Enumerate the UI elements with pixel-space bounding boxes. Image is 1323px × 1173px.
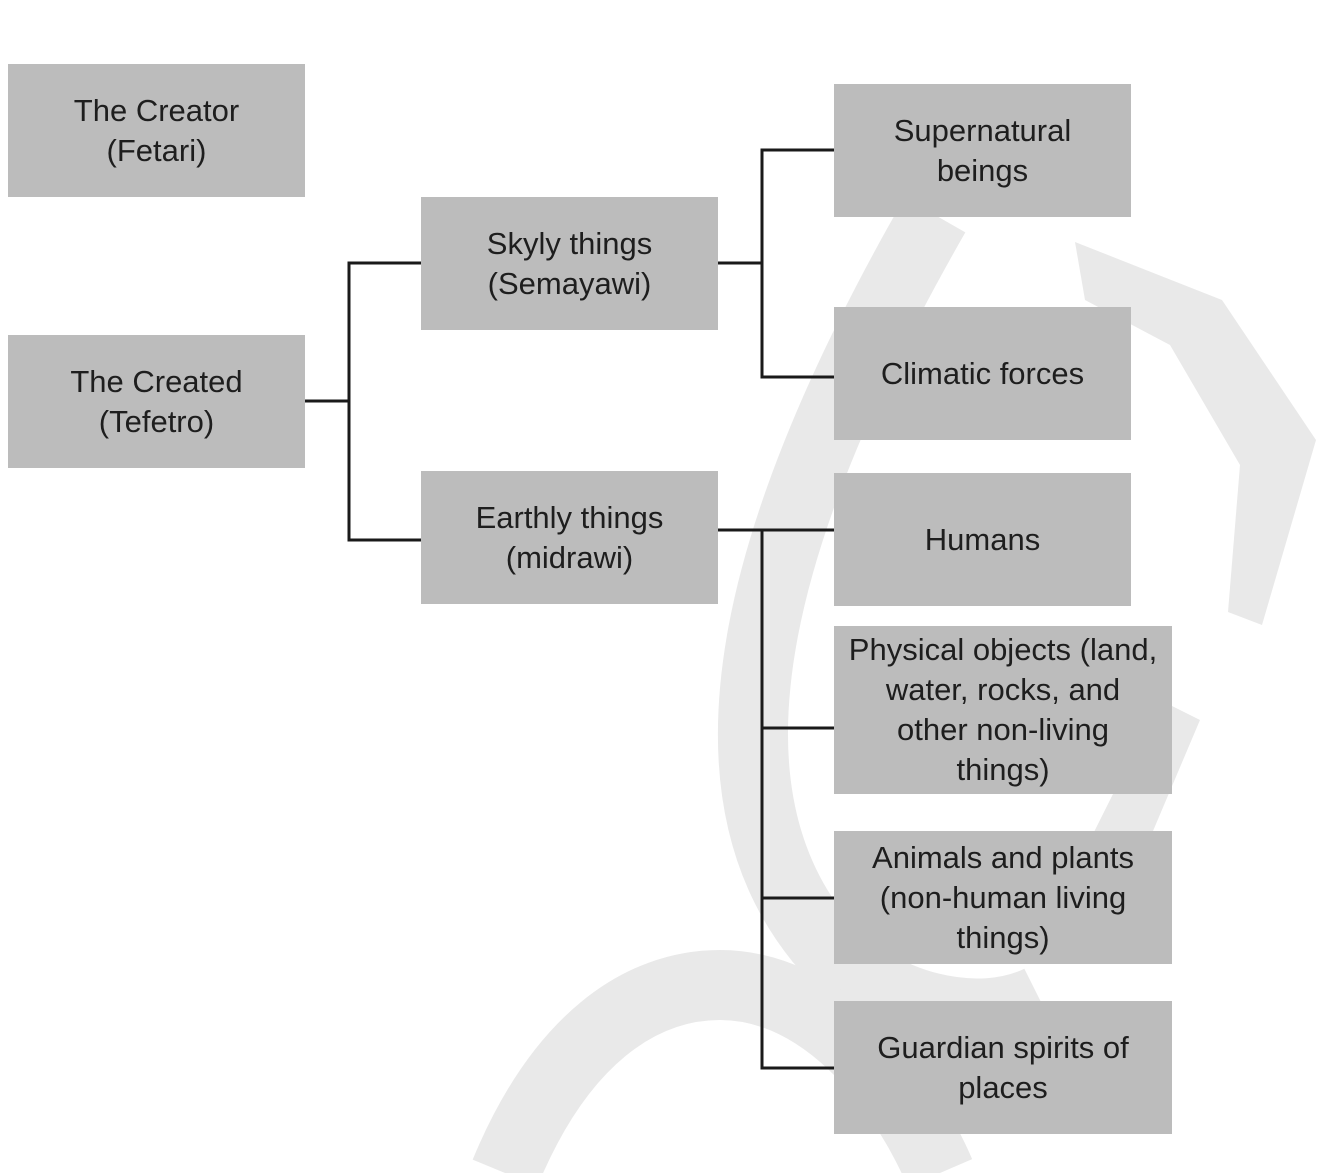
node-guardian-spirits: Guardian spirits of places <box>834 1001 1172 1134</box>
node-the-created: The Created (Tefetro) <box>8 335 305 468</box>
node-supernatural-beings: Supernatural beings <box>834 84 1131 217</box>
node-the-creator: The Creator (Fetari) <box>8 64 305 197</box>
node-humans: Humans <box>834 473 1131 606</box>
node-climatic-forces: Climatic forces <box>834 307 1131 440</box>
watermark-stroke-right <box>1075 242 1316 625</box>
node-earthly-things: Earthly things (midrawi) <box>421 471 718 604</box>
node-animals-and-plants: Animals and plants (non-human living thi… <box>834 831 1172 964</box>
node-physical-objects: Physical objects (land, water, rocks, an… <box>834 626 1172 794</box>
node-skyly-things: Skyly things (Semayawi) <box>421 197 718 330</box>
